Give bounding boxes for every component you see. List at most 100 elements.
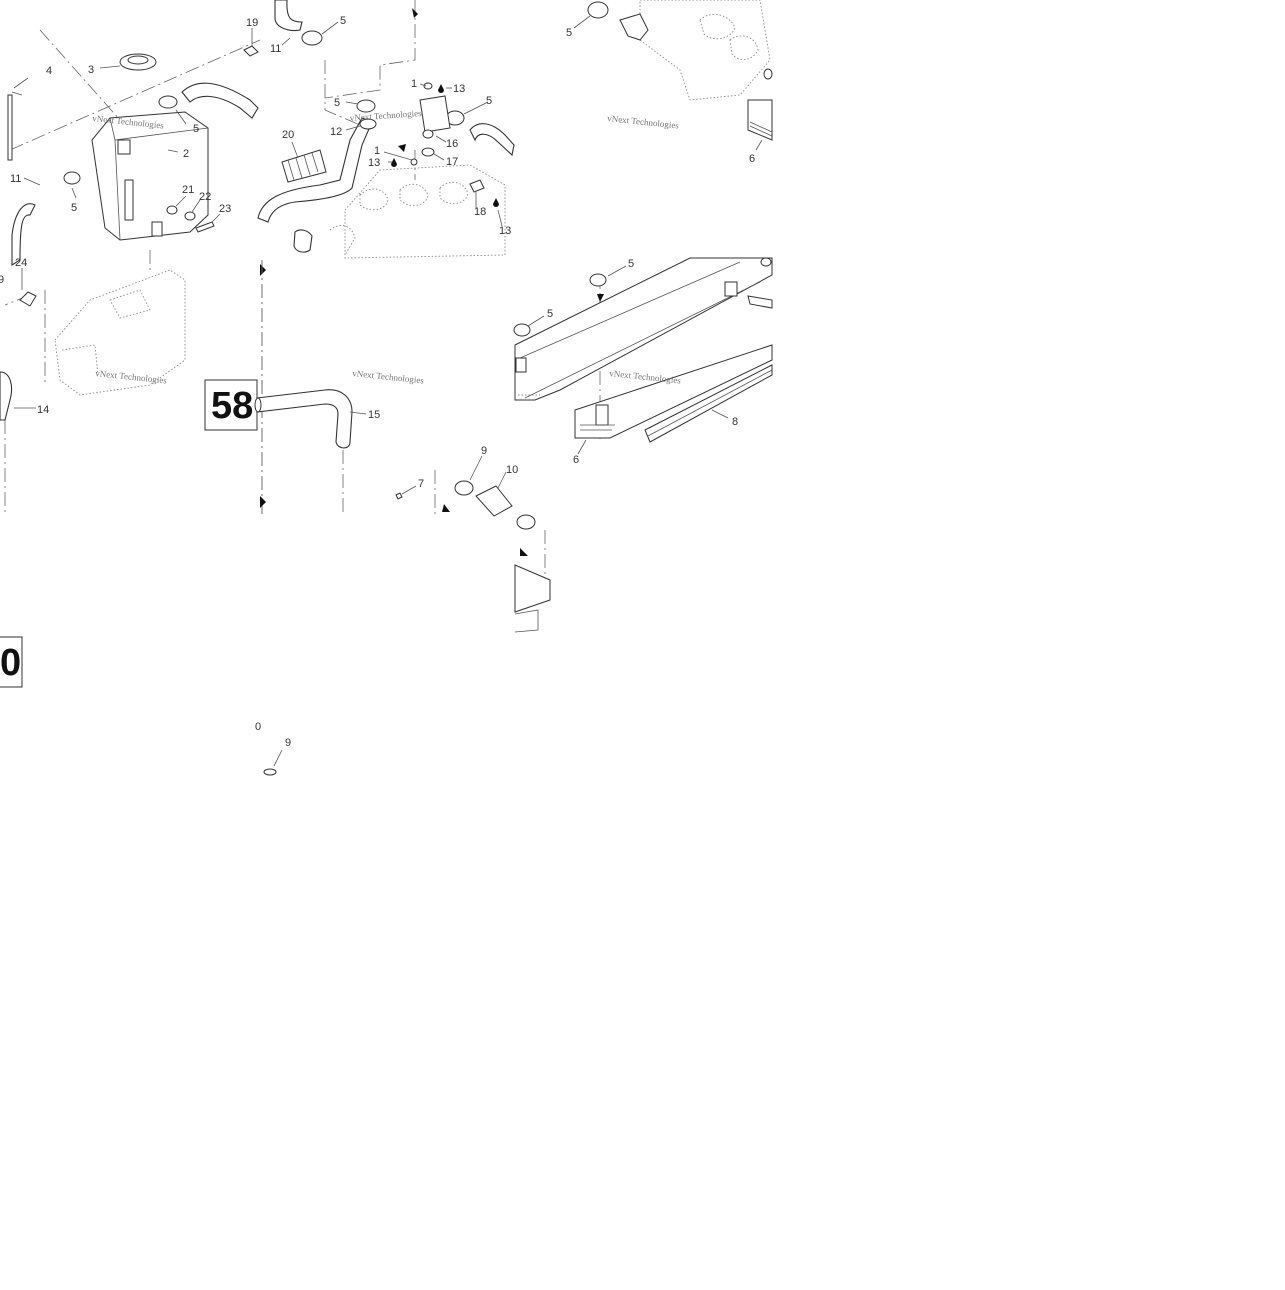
tile-expansion-tank	[0, 28, 261, 515]
coolant-hose	[257, 117, 373, 223]
connector-tube	[475, 485, 513, 517]
upper-hose	[274, 0, 303, 32]
callout-15: 15	[368, 409, 380, 421]
callout-5: 5	[71, 202, 77, 214]
callout-4: 4	[46, 65, 52, 77]
callout-5: 5	[628, 258, 634, 270]
radiator-fitting	[747, 295, 773, 309]
plate-number-edge: 0	[0, 642, 21, 684]
callout-5: 5	[566, 27, 572, 39]
plate-label-box	[0, 636, 23, 688]
callout-9: 9	[481, 445, 487, 457]
hose-clamp	[359, 118, 377, 130]
tank-neck	[117, 139, 131, 155]
sealant-drop-icon	[438, 84, 444, 93]
hose-clamp	[454, 480, 474, 496]
bypass-hose	[0, 371, 13, 421]
tile-engine-block	[573, 0, 773, 151]
arrow-marker-icon	[520, 548, 528, 556]
sealant-drop-icon	[493, 198, 499, 207]
plate-label-box	[204, 379, 258, 431]
thermostat-housing	[419, 95, 451, 133]
callout-13: 13	[499, 225, 511, 237]
radiator-outlet	[724, 281, 738, 297]
callout-16: 16	[446, 138, 458, 150]
gasket	[421, 147, 435, 157]
temperature-sensor	[469, 179, 485, 193]
washer	[184, 211, 196, 221]
expansion-tank	[91, 111, 209, 241]
tile-bottom-fragment	[263, 749, 283, 776]
tank-outlet	[151, 221, 163, 237]
callout-22: 22	[199, 191, 211, 203]
callout-20: 20	[282, 129, 294, 141]
tank-bracket	[124, 179, 134, 221]
o-ring	[422, 129, 434, 139]
callout-8: 8	[732, 416, 738, 428]
tile-plate-edge: 0	[0, 636, 23, 688]
hose-clamp	[263, 768, 277, 776]
outlet-hose	[469, 123, 515, 157]
radiator-edge	[514, 564, 551, 613]
callout-18: 18	[474, 206, 486, 218]
callout-23: 23	[219, 203, 231, 215]
hose-clamp	[63, 171, 81, 185]
bleed-screw	[423, 82, 433, 90]
fitting	[243, 45, 259, 57]
callout-5: 5	[340, 15, 346, 27]
arrow-marker-icon	[412, 8, 418, 18]
hose-clamp	[301, 30, 323, 46]
overflow-hose	[11, 203, 36, 266]
arrow-marker-icon	[260, 264, 266, 276]
radiator	[514, 257, 773, 401]
tile-thermostat	[243, 0, 515, 515]
radiator-corner	[747, 99, 773, 141]
hose-clamp	[516, 514, 536, 530]
callout-19: 19	[246, 17, 258, 29]
hose-clamp	[513, 323, 531, 337]
callout-12: 12	[330, 126, 342, 138]
tank-hose	[181, 82, 259, 119]
fitting	[19, 291, 37, 307]
washer	[166, 205, 178, 215]
radiator-lower	[574, 344, 773, 439]
radiator-inlet	[515, 357, 527, 373]
callout-5: 5	[334, 97, 340, 109]
screw	[395, 492, 403, 500]
callout-1: 1	[374, 145, 380, 157]
callout-11: 11	[10, 173, 21, 185]
coolant-hose-15	[256, 389, 353, 449]
bolt	[195, 221, 215, 233]
callout-5: 5	[193, 123, 199, 135]
watermark: vNext Technologies	[609, 368, 682, 386]
hose-end	[293, 229, 313, 253]
callout-7: 7	[418, 478, 424, 490]
callout-10: 10	[506, 464, 518, 476]
arrow-marker-icon	[260, 496, 266, 508]
callout-labels: 19 11 5 5 4 3 5 2 11 5 21 22 23 24 9 14 …	[0, 15, 755, 749]
callout-1: 1	[411, 78, 417, 90]
callout-24: 24	[15, 257, 27, 269]
vent-tube	[7, 94, 13, 161]
callout-3: 3	[88, 64, 94, 76]
hose-clamp	[589, 273, 607, 287]
hose-clamp	[587, 1, 609, 19]
callout-13: 13	[368, 157, 380, 169]
arrow-marker-icon	[597, 294, 604, 302]
callout-17: 17	[446, 156, 458, 168]
callout-6: 6	[749, 153, 755, 165]
callout-21: 21	[182, 184, 194, 196]
callout-5: 5	[547, 308, 553, 320]
callout-2: 2	[183, 148, 189, 160]
watermark: vNext Technologies	[95, 368, 168, 386]
tile-radiator	[513, 257, 773, 455]
callout-13: 13	[453, 83, 465, 95]
watermark: vNext Technologies	[607, 113, 680, 131]
watermark: vNext Technologies	[352, 368, 425, 386]
plate-number-58: 58	[211, 385, 253, 427]
arrow-marker-icon	[442, 504, 450, 512]
screw	[410, 158, 418, 166]
